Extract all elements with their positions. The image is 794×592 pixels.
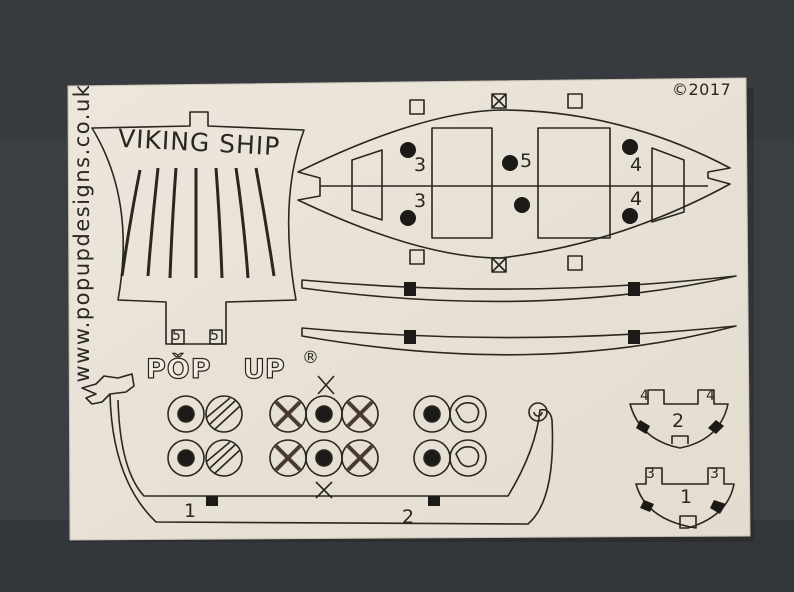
part-number-hull-top-right: 4 <box>630 154 643 176</box>
hull-strip-upper <box>301 275 737 303</box>
website-label: www.popupdesigns.co.uk <box>70 83 94 383</box>
sail-piece <box>91 111 305 345</box>
side-hull-piece <box>81 373 554 525</box>
part-number-hull-top-mid: 5 <box>520 150 533 172</box>
part-number-hull-bot-right: 4 <box>630 188 643 210</box>
logo-up-text: UP <box>242 353 285 385</box>
part-number-side-right: 2 <box>402 506 415 528</box>
part-number-side-left: 1 <box>184 500 197 522</box>
deck-holes <box>400 139 638 226</box>
part-number-mast-right: 5 <box>210 328 219 344</box>
part-number-stand-top-tab-right: 4 <box>706 388 715 404</box>
part-number-mast-left: 5 <box>172 328 181 344</box>
part-number-stand-bottom-tab-right: 3 <box>710 466 719 482</box>
part-number-hull-bot-left: 3 <box>414 190 427 212</box>
hull-strip-lower <box>301 325 737 356</box>
shields <box>167 395 487 477</box>
part-number-stand-bottom: 1 <box>680 486 693 508</box>
website-text: www.popupdesigns.co.uk <box>62 84 102 383</box>
part-number-stand-bottom-tab-left: 3 <box>646 466 655 482</box>
stand-piece-1 <box>635 467 735 529</box>
part-number-stand-top-tab-left: 4 <box>640 388 649 404</box>
part-number-stand-top: 2 <box>672 410 685 432</box>
logo-registered-mark: ® <box>302 348 319 368</box>
copyright-text: ©2017 <box>672 80 732 99</box>
logo-pop-text: PǑP <box>145 353 212 385</box>
part-number-hull-top-left: 3 <box>414 154 427 176</box>
hull-deck-piece <box>297 93 731 273</box>
strip-slots <box>404 282 640 344</box>
